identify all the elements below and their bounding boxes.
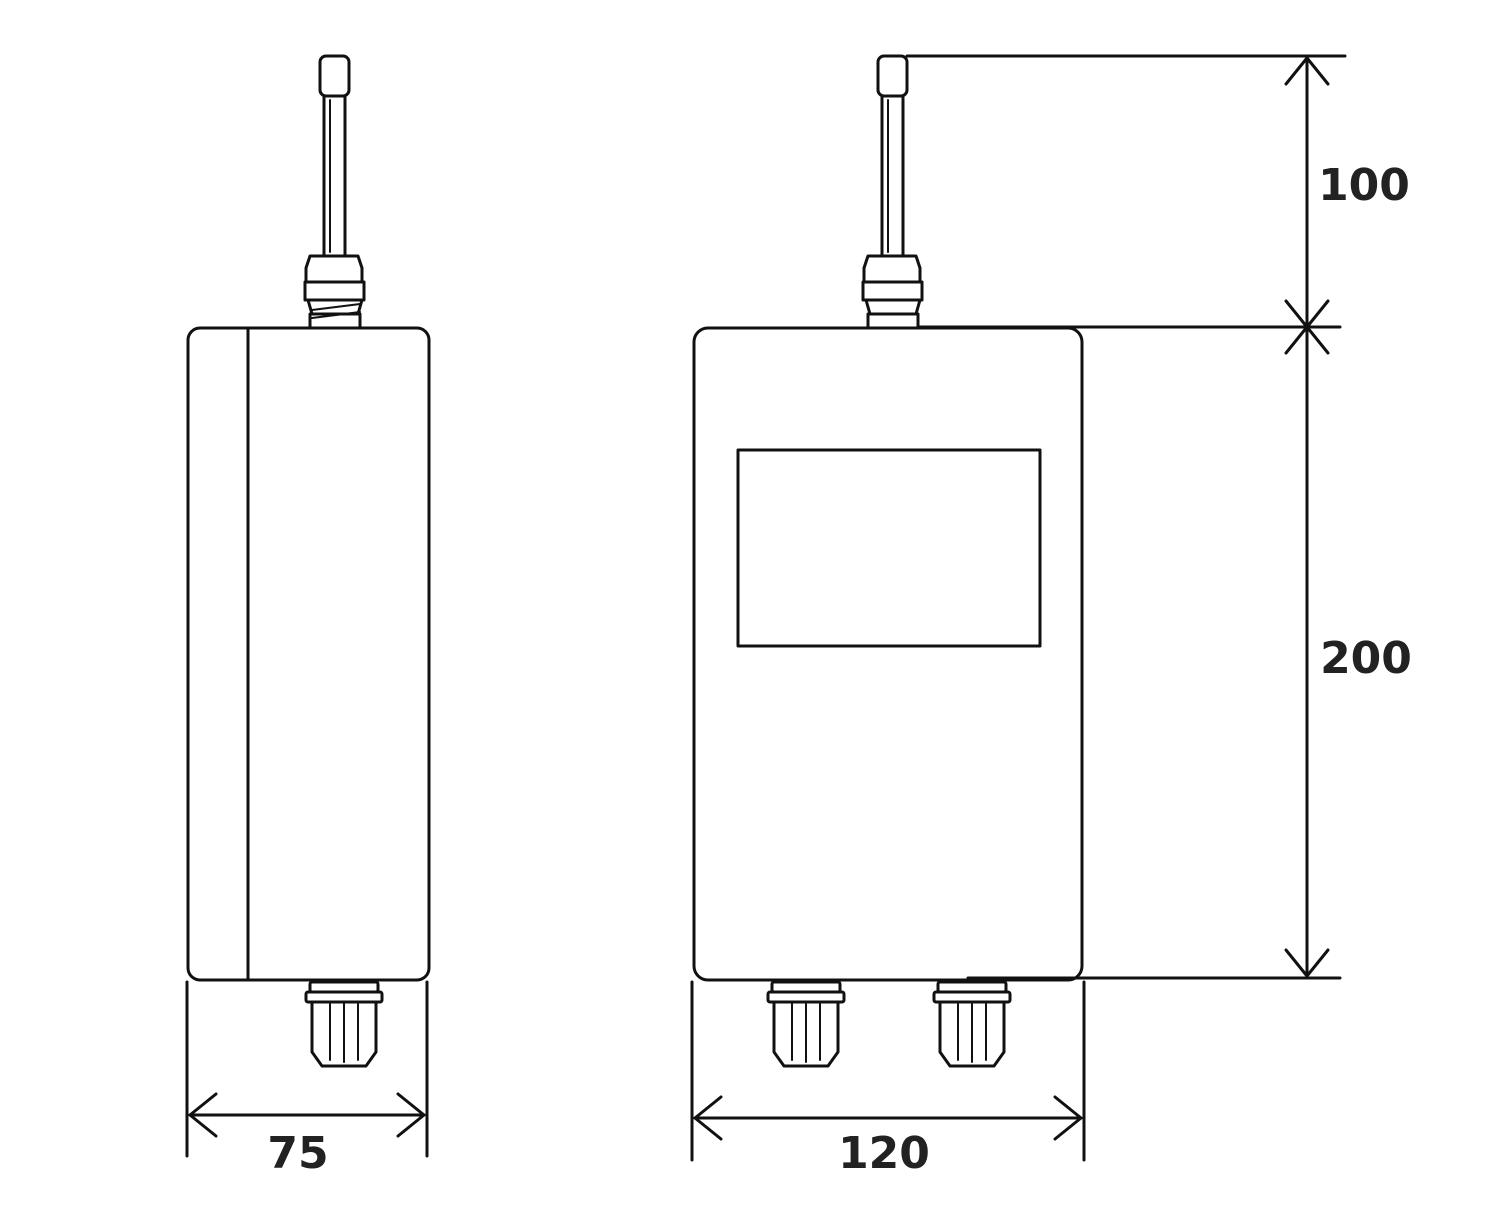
front-antenna bbox=[861, 54, 924, 330]
arrow-head-right bbox=[396, 1092, 426, 1138]
front-view: 120 bbox=[690, 54, 1086, 1179]
side-cable-gland bbox=[304, 980, 384, 1068]
front-width-dimension: 120 bbox=[690, 980, 1086, 1179]
display-window bbox=[736, 448, 1042, 648]
arrow-head-mid-down bbox=[1284, 325, 1330, 355]
side-view: 75 bbox=[185, 54, 431, 1179]
side-width-label: 75 bbox=[267, 1128, 328, 1179]
arrow-head-left bbox=[693, 1095, 723, 1141]
cable-gland-right bbox=[932, 980, 1012, 1068]
arrow-head-left bbox=[188, 1092, 218, 1138]
antenna-height-label: 100 bbox=[1318, 160, 1410, 211]
body-height-label: 200 bbox=[1320, 633, 1412, 684]
side-enclosure bbox=[186, 326, 431, 982]
side-width-dimension: 75 bbox=[185, 980, 429, 1179]
front-enclosure bbox=[692, 326, 1084, 982]
height-dimensions: 100 200 bbox=[905, 54, 1412, 980]
front-width-label: 120 bbox=[838, 1128, 930, 1179]
arrow-head-bottom bbox=[1284, 948, 1330, 978]
arrow-head-right bbox=[1053, 1095, 1083, 1141]
side-antenna bbox=[303, 54, 366, 330]
cable-gland-left bbox=[766, 980, 846, 1068]
arrow-head-top bbox=[1284, 56, 1330, 86]
